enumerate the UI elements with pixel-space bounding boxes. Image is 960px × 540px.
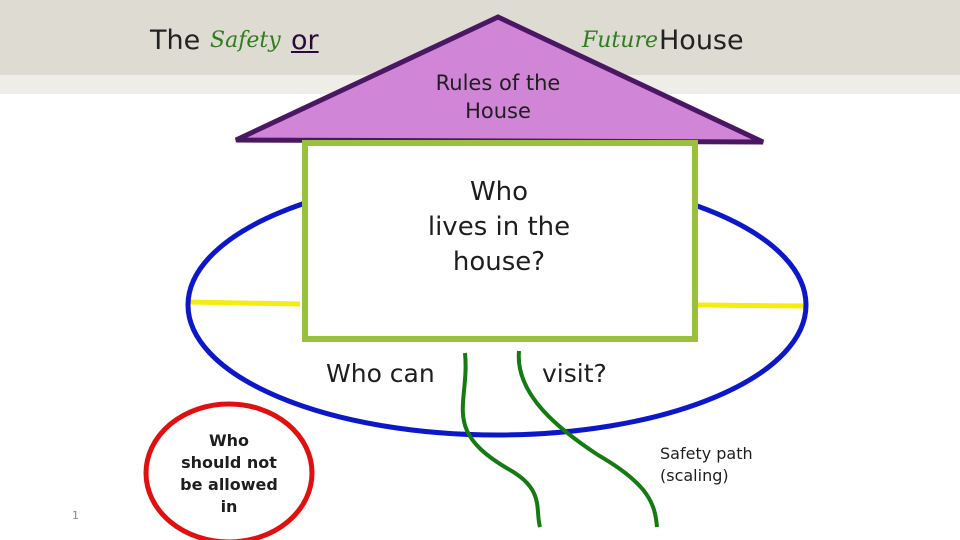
slide-number: 1 — [72, 509, 79, 522]
not-allowed-label: Who should not be allowed in — [170, 430, 288, 518]
visit-label-right: visit? — [542, 359, 607, 388]
safety-path-label-line: Safety path — [660, 444, 753, 463]
not-allowed-label-line: should not — [181, 453, 277, 472]
house-label: Who lives in the house? — [399, 175, 599, 280]
title-word-future: Future — [582, 28, 658, 53]
title-word-safety: Safety — [210, 28, 281, 53]
safety-path-label-line: (scaling) — [660, 466, 729, 485]
not-allowed-circle — [143, 401, 315, 540]
yellow-line-left — [187, 299, 301, 307]
safety-path-label: Safety path (scaling) — [660, 443, 753, 487]
safety-path-right — [516, 350, 659, 528]
title-word-the: The — [150, 25, 201, 56]
roof-label: Rules of the House — [408, 69, 588, 125]
not-allowed-label-line: be allowed — [180, 475, 278, 494]
house-label-line: lives in the — [427, 212, 571, 242]
house-box — [302, 140, 698, 342]
roof-label-line: Rules of the — [435, 71, 561, 95]
title-word-house: House — [659, 25, 744, 56]
safety-path-left — [460, 352, 542, 528]
yellow-line-right — [696, 302, 807, 309]
roof-label-line: House — [465, 99, 531, 123]
not-allowed-label-line: in — [220, 497, 238, 516]
house-label-line: Who — [469, 177, 529, 207]
title-word-or: or — [291, 25, 319, 56]
visit-label-left: Who can — [326, 359, 435, 388]
house-label-line: house? — [452, 247, 546, 277]
not-allowed-label-line: Who — [208, 431, 250, 450]
